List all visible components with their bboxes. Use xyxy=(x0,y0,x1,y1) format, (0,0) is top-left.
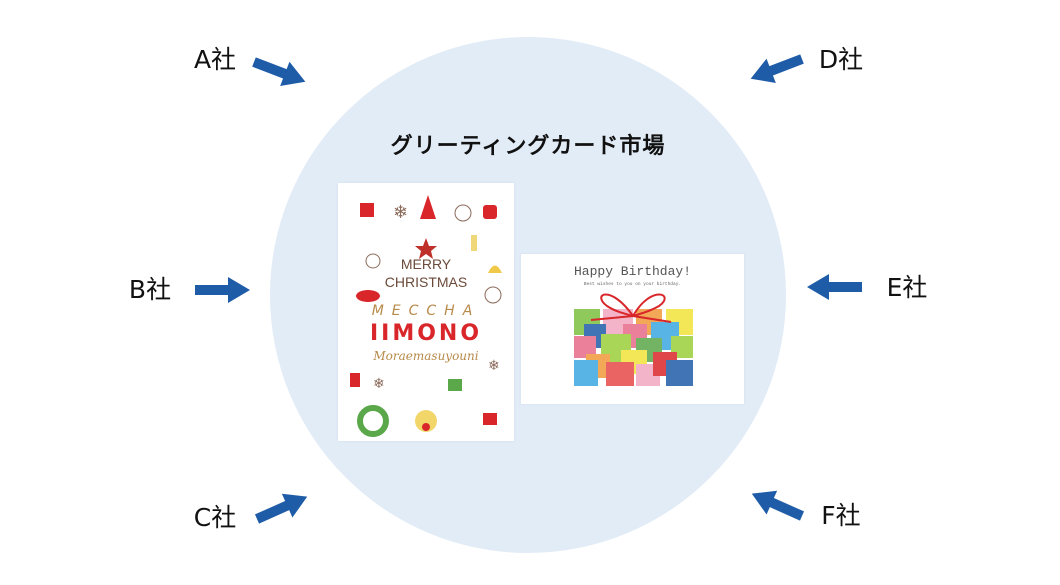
svg-text:❄: ❄ xyxy=(373,376,385,392)
svg-text:❄: ❄ xyxy=(393,202,408,223)
market-title: グリーティングカード市場 xyxy=(390,134,666,159)
iimono-text: IIMONO xyxy=(369,321,483,346)
birthday-title: Happy Birthday! xyxy=(573,264,692,279)
arrow-e xyxy=(807,274,862,300)
merry-line: MERRY xyxy=(400,256,452,272)
arrow-a xyxy=(249,49,311,94)
arrow-c xyxy=(251,484,313,531)
svg-text:❄: ❄ xyxy=(488,358,500,374)
arrow-b xyxy=(195,277,250,303)
christmas-line: CHRISTMAS xyxy=(384,274,468,290)
meccha-text: MECCHA xyxy=(371,303,481,319)
christmas-icons: ❄ ❄ ❄ xyxy=(350,195,502,437)
company-d-label: D社 xyxy=(818,45,864,74)
christmas-card: ❄ ❄ ❄ MERRY CHRISTMAS MECCHA IIMONO Mora… xyxy=(338,183,514,441)
company-b-label: B社 xyxy=(128,275,172,304)
arrow-d xyxy=(745,46,807,91)
company-e-label: E社 xyxy=(886,273,928,302)
company-f-label: F社 xyxy=(821,501,861,530)
gift-illustration xyxy=(574,293,693,386)
company-c-label: C社 xyxy=(193,503,237,532)
birthday-card: Happy Birthday! Best wishes to you on yo… xyxy=(521,254,744,404)
moraemasuyouni-text: Moraemasuyouni xyxy=(373,349,479,363)
company-a-label: A社 xyxy=(193,45,237,74)
arrow-f xyxy=(746,481,808,528)
birthday-subtitle: Best wishes to you on your birthday. xyxy=(583,282,682,287)
christmas-merry-text: MERRY CHRISTMAS xyxy=(338,255,514,291)
